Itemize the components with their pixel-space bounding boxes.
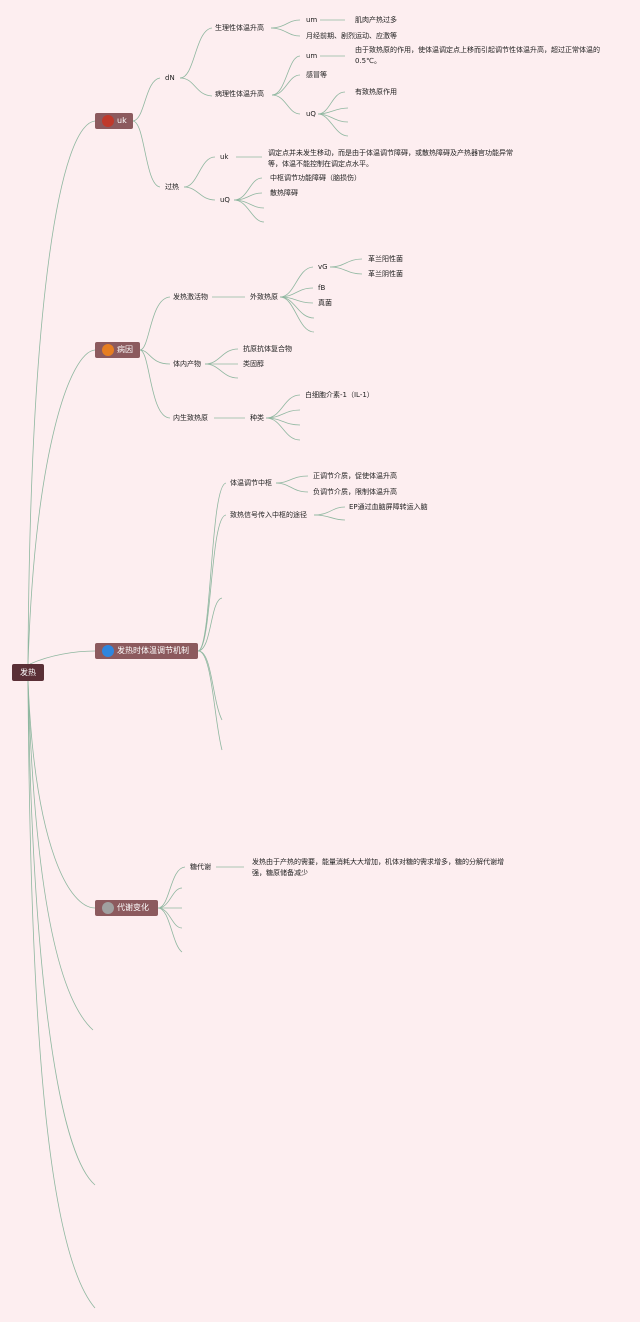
node-pathological-rise[interactable]: 病理性体温升高 [215, 90, 264, 98]
node-exogenous-pyrogen[interactable]: 外致热原 [250, 293, 278, 301]
node-internal-products[interactable]: 体内产物 [173, 360, 201, 368]
node-physiological-rise[interactable]: 生理性体温升高 [215, 24, 264, 32]
node-sugar-note[interactable]: 发热由于产热的需要，能量消耗大大增加，机体对糖的需求增多，糖的分解代谢增强，糖原… [252, 858, 504, 877]
branch-badge-icon [102, 115, 114, 127]
root-node[interactable]: 发热 [12, 664, 44, 681]
node-phys-other[interactable]: 月经前期、剧烈运动、应激等 [306, 32, 397, 40]
branch-badge-icon [102, 344, 114, 356]
branch-label: 发热时体温调节机制 [117, 646, 189, 655]
node-sugar-metabolism[interactable]: 糖代谢 [190, 863, 211, 871]
node-overheat[interactable]: 过热 [165, 183, 179, 191]
node-fungi[interactable]: 真菌 [318, 299, 332, 307]
branch-badge-icon [102, 645, 114, 657]
node-path-uQ-note[interactable]: 有致热原作用 [355, 88, 397, 96]
branch-node-thermoregulation[interactable]: 发热时体温调节机制 [95, 643, 198, 659]
node-overheat-uQ-a[interactable]: 中枢调节功能障碍（脑损伤） [270, 174, 361, 182]
node-overheat-uQ[interactable]: uQ [220, 196, 230, 204]
node-thermo-center[interactable]: 体温调节中枢 [230, 479, 272, 487]
node-gram-positive[interactable]: 革兰阳性菌 [368, 255, 403, 263]
node-path-um[interactable]: um [306, 52, 318, 60]
node-overheat-uk[interactable]: uk [220, 153, 229, 161]
branch-label: uk [117, 116, 127, 125]
node-il1[interactable]: 白细胞介素-1（IL-1） [305, 391, 374, 399]
node-steroid[interactable]: 类固醇 [243, 360, 264, 368]
node-endogenous-pyrogen[interactable]: 内生致热原 [173, 414, 208, 422]
node-dN[interactable]: dN [165, 74, 175, 82]
branch-label: 代谢变化 [117, 903, 149, 912]
node-vG[interactable]: vG [318, 263, 328, 271]
node-ep-bbb[interactable]: EP通过血脑屏障转运入脑 [349, 503, 428, 511]
branch-badge-icon [102, 902, 114, 914]
node-path-uQ[interactable]: uQ [306, 110, 316, 118]
branch-label: 病因 [117, 345, 133, 354]
node-immune-complex[interactable]: 抗原抗体复合物 [243, 345, 292, 353]
node-overheat-uQ-b[interactable]: 散热障碍 [270, 189, 298, 197]
node-gram-negative[interactable]: 革兰阴性菌 [368, 270, 403, 278]
branch-node-uk[interactable]: uk [95, 113, 133, 129]
node-activator[interactable]: 发热激活物 [173, 293, 208, 301]
node-path-cold[interactable]: 感冒等 [306, 71, 327, 79]
node-fB[interactable]: fB [318, 284, 326, 292]
node-phys-um[interactable]: um [306, 16, 318, 24]
node-phys-um-note[interactable]: 肌肉产热过多 [355, 16, 397, 24]
node-signal-pathway[interactable]: 致热信号传入中枢的途径 [230, 511, 307, 519]
branch-node-cause[interactable]: 病因 [95, 342, 140, 358]
node-overheat-uk-note[interactable]: 调定点并未发生移动，而是由于体温调节障碍，或散热障碍及产热器官功能异常等，体温不… [268, 149, 513, 168]
node-positive-mediator[interactable]: 正调节介质，促使体温升高 [313, 472, 397, 480]
branch-node-metabolism[interactable]: 代谢变化 [95, 900, 158, 916]
node-kinds[interactable]: 种类 [250, 414, 264, 422]
node-path-um-note[interactable]: 由于致热原的作用，使体温调定点上移而引起调节性体温升高，超过正常体温的0.5℃。 [355, 46, 600, 65]
node-negative-mediator[interactable]: 负调节介质，限制体温升高 [313, 488, 397, 496]
